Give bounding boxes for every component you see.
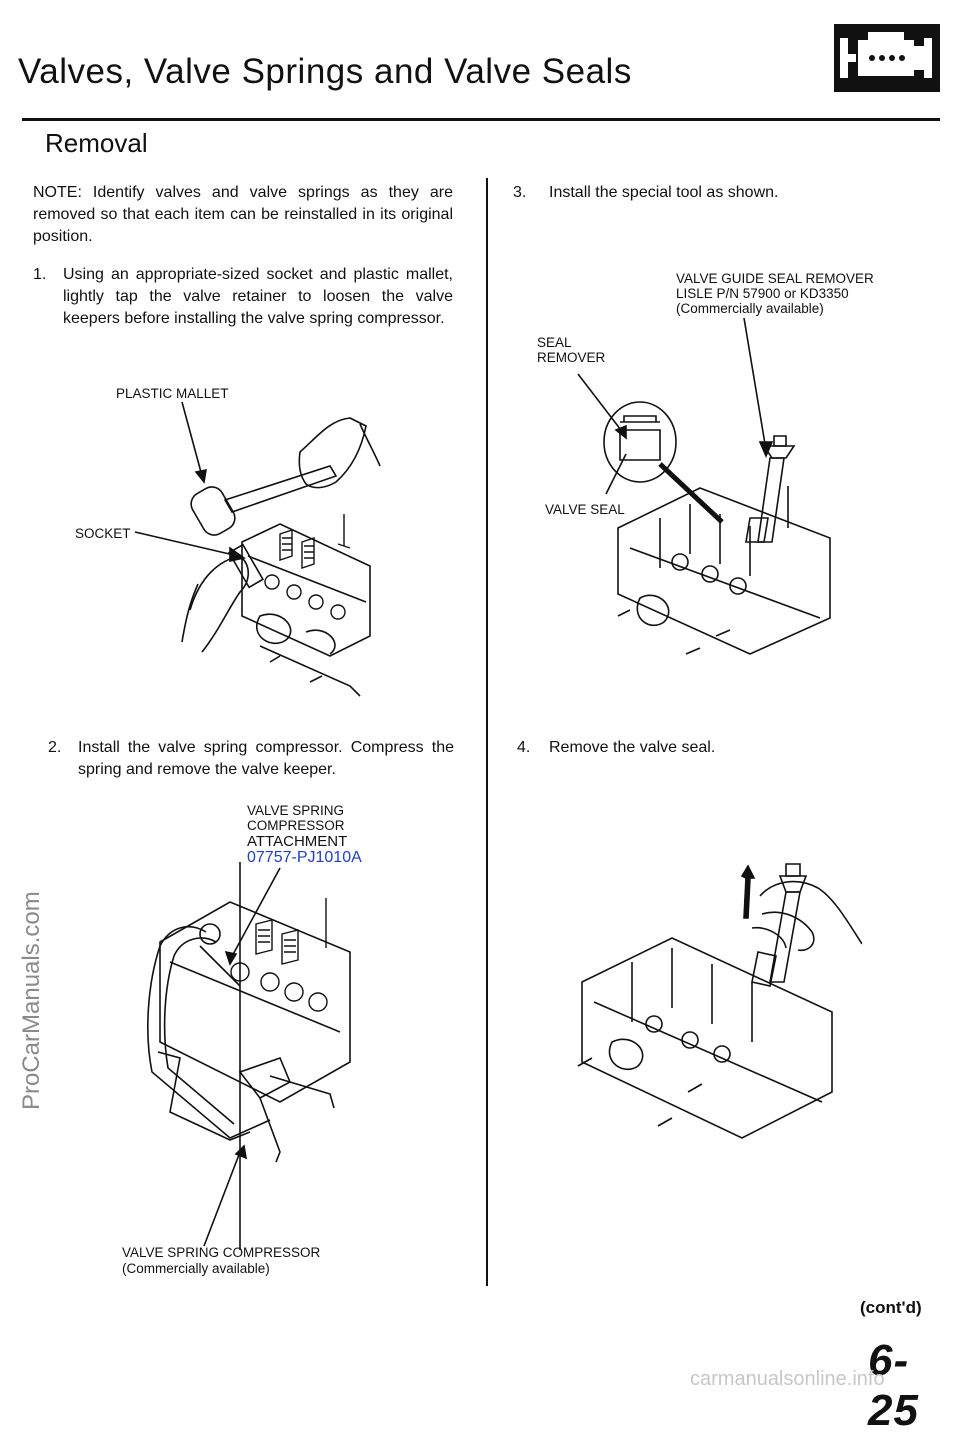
label-seal-remover-tool-line1: VALVE GUIDE SEAL REMOVER xyxy=(676,271,874,286)
step-2-number: 2. xyxy=(48,739,62,756)
step-1: 1. Using an appropriate-sized socket and… xyxy=(33,264,453,330)
column-divider xyxy=(486,178,488,1286)
label-socket: SOCKET xyxy=(75,526,131,541)
step-3: 3. Install the special tool as shown. xyxy=(513,182,933,204)
figure-mallet-socket xyxy=(134,401,381,697)
label-seal-remover-line2: REMOVER xyxy=(537,350,606,365)
label-valve-seal: VALVE SEAL xyxy=(545,502,625,517)
label-attachment-part-number: 07757-PJ1010A xyxy=(247,849,362,866)
step-3-text: Install the special tool as shown. xyxy=(549,184,779,201)
engine-section-icon xyxy=(834,24,940,92)
bottom-watermark: carmanualsonline.info xyxy=(690,1368,885,1390)
figure-spring-compressor xyxy=(147,862,351,1250)
figure-seal-remover xyxy=(577,318,831,655)
continued-marker: (cont'd) xyxy=(860,1298,922,1317)
label-attachment-line1: VALVE SPRING xyxy=(247,803,345,818)
label-attachment-line2: COMPRESSOR xyxy=(247,818,345,833)
step-3-number: 3. xyxy=(513,184,527,201)
step-4-text: Remove the valve seal. xyxy=(549,739,716,756)
page-title: Valves, Valve Springs and Valve Seals xyxy=(18,52,632,91)
header-rule xyxy=(22,118,940,121)
side-watermark: ProCarManuals.com xyxy=(18,891,45,1110)
step-2: 2. Install the valve spring compressor. … xyxy=(48,737,454,781)
label-compressor-line2: (Commercially available) xyxy=(122,1261,270,1276)
label-plastic-mallet: PLASTIC MALLET xyxy=(116,386,229,401)
note-paragraph: NOTE: Identify valves and valve springs … xyxy=(33,184,453,245)
label-compressor-line1: VALVE SPRING COMPRESSOR xyxy=(122,1245,321,1260)
step-1-number: 1. xyxy=(33,266,47,283)
step-1-text: Using an appropriate-sized socket and pl… xyxy=(63,266,453,327)
label-seal-remover-line1: SEAL xyxy=(537,335,572,350)
label-seal-remover-tool-line2: LISLE P/N 57900 or KD3350 xyxy=(676,286,849,301)
figure-remove-valve-seal xyxy=(577,863,862,1139)
step-4: 4. Remove the valve seal. xyxy=(513,737,933,759)
step-4-number: 4. xyxy=(517,739,531,756)
step-2-text: Install the valve spring compressor. Com… xyxy=(78,739,454,778)
label-attachment-line3: ATTACHMENT xyxy=(247,833,348,850)
section-heading: Removal xyxy=(45,128,148,158)
label-seal-remover-tool-line3: (Commercially available) xyxy=(676,301,824,316)
